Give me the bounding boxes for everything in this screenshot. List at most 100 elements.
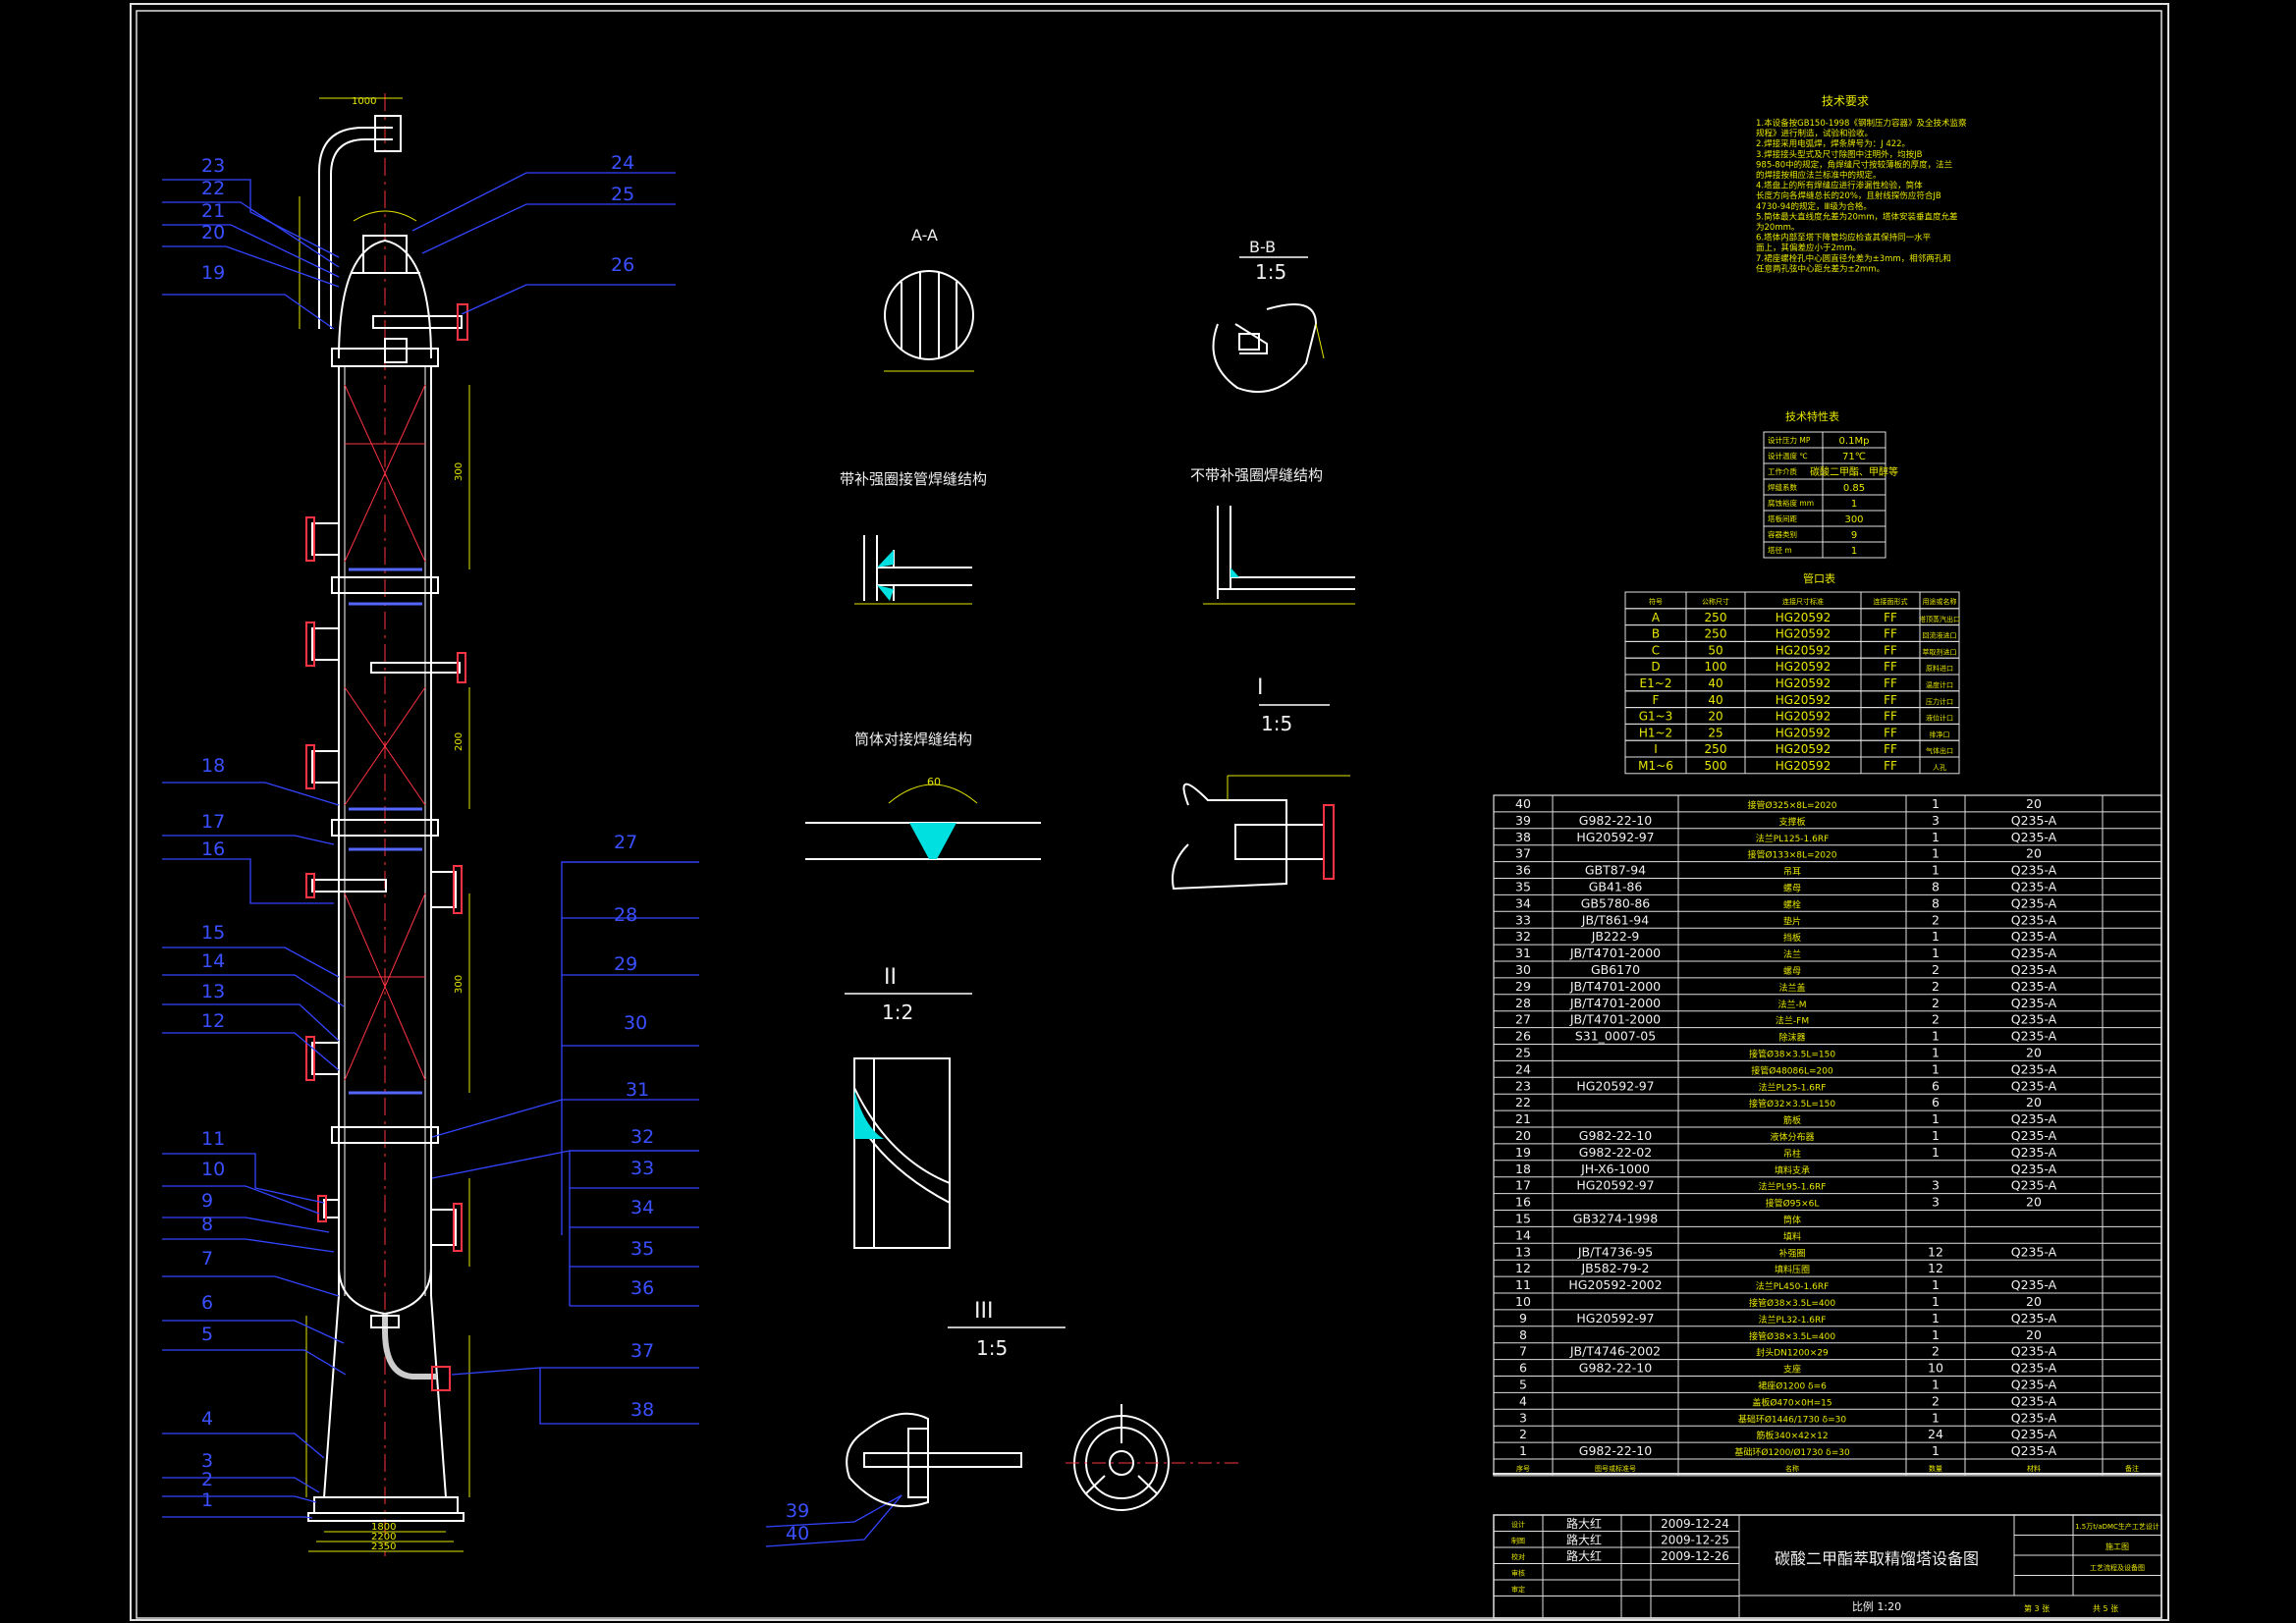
balloon-25: 25: [611, 184, 634, 205]
tech-char-value: 9: [1851, 530, 1857, 541]
parts-cell: 2: [1932, 1344, 1940, 1359]
parts-cell: 补强圈: [1778, 1247, 1805, 1259]
tech-char-key: 腐蚀裕度 mm: [1768, 498, 1814, 508]
parts-cell: GBT87-94: [1585, 863, 1646, 878]
nozzle-cell: 原料进口: [1926, 664, 1953, 673]
parts-cell: 法兰盖: [1778, 982, 1805, 994]
nozzle-cell: 500: [1705, 759, 1727, 773]
parts-cell: 1: [1932, 1128, 1940, 1143]
nozzle-cell: 气体出口: [1926, 746, 1953, 755]
tech-char-title: 技术特性表: [1785, 409, 1839, 423]
parts-cell: 3: [1932, 813, 1940, 828]
parts-cell: 螺母: [1783, 884, 1801, 894]
nozzle-header: 公称尺寸: [1702, 597, 1729, 606]
parts-cell: Q235-A: [2011, 1378, 2057, 1392]
parts-cell: 17: [1515, 1178, 1531, 1193]
parts-cell: G982-22-10: [1579, 813, 1652, 828]
parts-cell: JB582-79-2: [1580, 1261, 1649, 1275]
tech-req-line: 长度方向各焊缝总长的20%，且射线探伤应符合JB: [1756, 190, 1941, 201]
balloon-9: 9: [201, 1190, 213, 1212]
designer-name: 路大红: [1566, 1533, 1602, 1547]
tech-char-value: 0.1Mp: [1839, 436, 1870, 447]
balloon-24: 24: [611, 152, 634, 174]
parts-cell: 20: [2026, 1046, 2042, 1060]
parts-cell: JB/T4701-2000: [1569, 946, 1661, 960]
parts-cell: 填料压圈: [1775, 1264, 1810, 1275]
parts-cell: 20: [2026, 1095, 2042, 1109]
balloon-15: 15: [201, 922, 225, 944]
parts-cell: 接管Ø48086L=200: [1751, 1064, 1833, 1076]
sign-date: 2009-12-24: [1661, 1517, 1729, 1531]
parts-cell: JB/T4746-2002: [1569, 1344, 1661, 1359]
parts-cell: 接管Ø32×3.5L=150: [1749, 1098, 1835, 1109]
weld-title-2: 不带补强圈焊缝结构: [1190, 466, 1323, 484]
detail-2-drawing: [853, 1057, 951, 1249]
tech-char-value: 碳酸二甲酯、甲醇等: [1810, 465, 1898, 478]
parts-cell: Q235-A: [2011, 1427, 2057, 1441]
parts-cell: 4: [1519, 1393, 1527, 1408]
nozzle-cell: 回流液进口: [1923, 631, 1957, 640]
tech-req-line: 的焊接按相应法兰标准中的规定。: [1756, 170, 1882, 181]
nozzle-cell: HG20592: [1776, 643, 1831, 657]
parts-cell: 法兰PL95-1.6RF: [1759, 1181, 1827, 1193]
parts-cell: 40: [1515, 796, 1531, 811]
parts-cell: 18: [1515, 1162, 1531, 1176]
nozzle-cell: 50: [1708, 643, 1722, 657]
balloon-20: 20: [201, 222, 225, 243]
dim-base-1: 1800: [371, 1522, 396, 1533]
nozzle-cell: HG20592: [1776, 660, 1831, 674]
parts-cell: 15: [1515, 1212, 1531, 1226]
view-bb-scale: 1:5: [1255, 260, 1286, 284]
balloon-30: 30: [624, 1012, 647, 1034]
parts-cell: JB222-9: [1591, 929, 1640, 944]
parts-cell: G982-22-10: [1579, 1361, 1652, 1376]
parts-cell: 1: [1932, 1111, 1940, 1126]
tech-req-line: 面上，其偏差应小于2mm。: [1756, 243, 1861, 253]
parts-header: 图号或标准号: [1595, 1464, 1636, 1473]
balloon-39: 39: [786, 1500, 809, 1522]
tech-req-line: 任意两孔弦中心距允差为±2mm。: [1756, 263, 1885, 274]
nozzle-cell: FF: [1884, 676, 1897, 690]
parts-cell: 螺栓: [1783, 898, 1801, 910]
parts-cell: Q235-A: [2011, 912, 2057, 927]
parts-cell: 除沫器: [1778, 1032, 1805, 1044]
parts-cell: 吊柱: [1783, 1148, 1801, 1160]
parts-cell: 39: [1515, 813, 1531, 828]
nozzle-cell: 压力计口: [1926, 697, 1953, 706]
parts-cell: Q235-A: [2011, 1361, 2057, 1376]
tech-req-line: 985-80中的规定，角焊缝尺寸按较薄板的厚度，法兰: [1756, 159, 1952, 170]
parts-cell: Q235-A: [2011, 813, 2057, 828]
tech-req-line: 3.焊接接头型式及尺寸除图中注明外，均按JB: [1756, 149, 1923, 160]
parts-cell: 30: [1515, 962, 1531, 977]
nozzle-cell: M1~6: [1638, 759, 1673, 773]
sign-row-label: 审定: [1511, 1585, 1525, 1594]
balloon-38: 38: [630, 1399, 654, 1421]
parts-header: 序号: [1516, 1464, 1530, 1473]
project-name: 1.5万t/aDMC生产工艺设计: [2075, 1522, 2159, 1531]
nozzle-cell: 250: [1705, 627, 1727, 641]
nozzle-cell: 20: [1708, 710, 1722, 724]
parts-cell: 20: [2026, 846, 2042, 861]
sign-date: 2009-12-25: [1661, 1534, 1729, 1547]
balloon-19: 19: [201, 262, 225, 284]
parts-cell: Q235-A: [2011, 1061, 2057, 1076]
parts-cell: GB3274-1998: [1573, 1212, 1658, 1226]
balloon-35: 35: [630, 1238, 654, 1260]
parts-cell: 挡板: [1783, 932, 1801, 944]
parts-cell: 13: [1515, 1244, 1531, 1259]
parts-cell: 支座: [1783, 1364, 1801, 1376]
balloon-7: 7: [201, 1248, 213, 1270]
detail-1-drawing: [1172, 775, 1350, 891]
parts-cell: 10: [1928, 1361, 1943, 1376]
parts-cell: 20: [2026, 1195, 2042, 1210]
parts-cell: 法兰PL125-1.6RF: [1756, 833, 1830, 844]
parts-cell: 基础环Ø1446/1730 δ=30: [1738, 1413, 1847, 1425]
tech-req-line: 4.塔盘上的所有焊缝应进行渗漏性检验，筒体: [1756, 181, 1923, 191]
parts-cell: Q235-A: [2011, 979, 2057, 994]
parts-cell: 8: [1932, 895, 1940, 910]
balloon-14: 14: [201, 950, 225, 972]
nozzle-cell: HG20592: [1776, 611, 1831, 624]
detail-1-scale: 1:5: [1261, 712, 1292, 735]
nozzle-cell: E1~2: [1640, 676, 1672, 690]
parts-cell: 1: [1932, 946, 1940, 960]
